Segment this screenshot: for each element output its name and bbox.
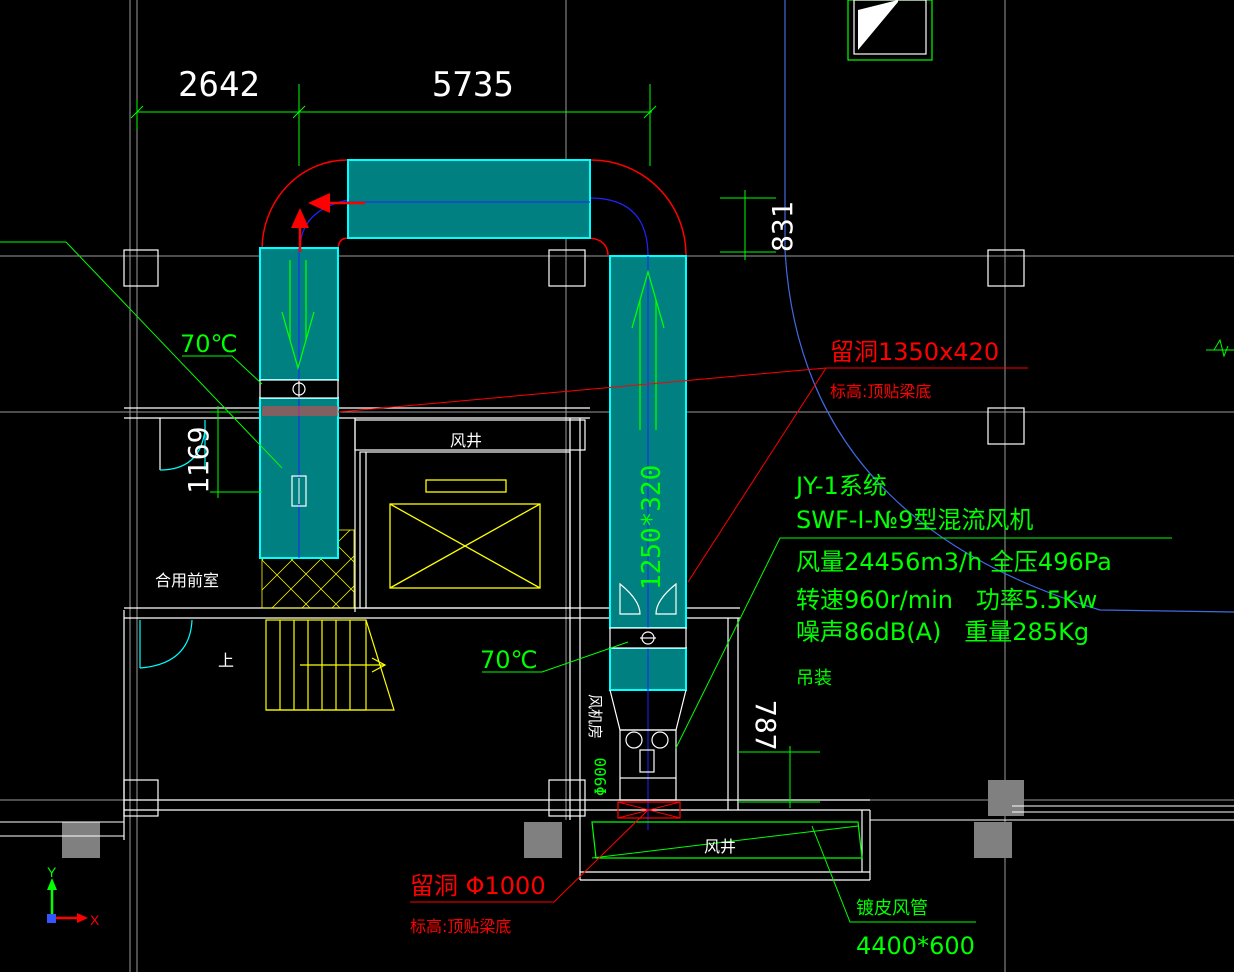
stair-up-label: 上 (218, 651, 234, 670)
equipment-note: JY-1系统 SWF-I-№9型混流风机 风量24456m3/h 全压496Pa… (794, 472, 1112, 689)
note-speed-power: 转速960r/min 功率5.5Kw (796, 586, 1097, 614)
note-airflow: 风量24456m3/h 全压496Pa (796, 548, 1112, 576)
opening-top-label: 留洞1350x420 (830, 338, 999, 366)
ucs-y-label: Y (47, 864, 57, 880)
fire-dampers (259, 379, 687, 649)
dim-787: 787 (749, 700, 782, 751)
solid-columns (62, 780, 1024, 858)
dim-2642: 2642 (178, 65, 260, 105)
dim-1169: 1169 (182, 427, 215, 494)
leader-lines (0, 241, 1234, 923)
stair-symbol (265, 619, 395, 711)
blue-arc (784, 0, 1234, 613)
dimension-lines (130, 84, 820, 808)
duct-horizontal (347, 159, 591, 239)
note-system: JY-1系统 (794, 472, 887, 500)
temp-label-top: 70℃ (180, 330, 238, 358)
ucs-icon: Y X (47, 864, 100, 928)
dim-5735: 5735 (432, 65, 514, 105)
dim-phi900: Φ900 (591, 757, 610, 796)
opening-bottom-elev: 标高:顶贴梁底 (410, 917, 511, 936)
temp-label-bottom: 70℃ (480, 646, 538, 674)
steel-duct-size: 4400*600 (856, 932, 975, 960)
opening-top-elev: 标高:顶贴梁底 (830, 382, 931, 401)
annotation-texts: 70℃ 70℃ 风井 风井 合用前室 上 风机房 留洞1350x420 标高:顶… (155, 330, 999, 960)
duct-system (259, 159, 687, 830)
steel-duct-label: 镀皮风管 (856, 898, 928, 919)
dimension-texts: 2642 5735 831 1169 787 1250*320 Φ900 (178, 65, 799, 796)
columns (123, 249, 1025, 817)
note-mount: 吊装 (796, 668, 832, 689)
note-model: SWF-I-№9型混流风机 (796, 506, 1033, 534)
shaft-label-bottom: 风井 (704, 837, 736, 856)
red-direction-arrows (291, 193, 365, 252)
duct-size-label: 1250*320 (637, 465, 667, 590)
note-noise-weight: 噪声86dB(A) 重量285Kg (796, 618, 1089, 646)
fan-unit (609, 689, 687, 801)
elevator-symbol (389, 479, 541, 589)
fan-room-label: 风机房 (586, 694, 604, 739)
shaft-label-top: 风井 (450, 431, 482, 450)
room-label-front: 合用前室 (155, 571, 219, 590)
opening-bottom-label: 留洞 Φ1000 (410, 872, 546, 900)
door-arcs (139, 420, 206, 669)
dim-831: 831 (766, 201, 799, 252)
airflow-arrows (281, 260, 665, 430)
window-symbol (847, 0, 933, 61)
ucs-x-label: X (90, 912, 100, 928)
